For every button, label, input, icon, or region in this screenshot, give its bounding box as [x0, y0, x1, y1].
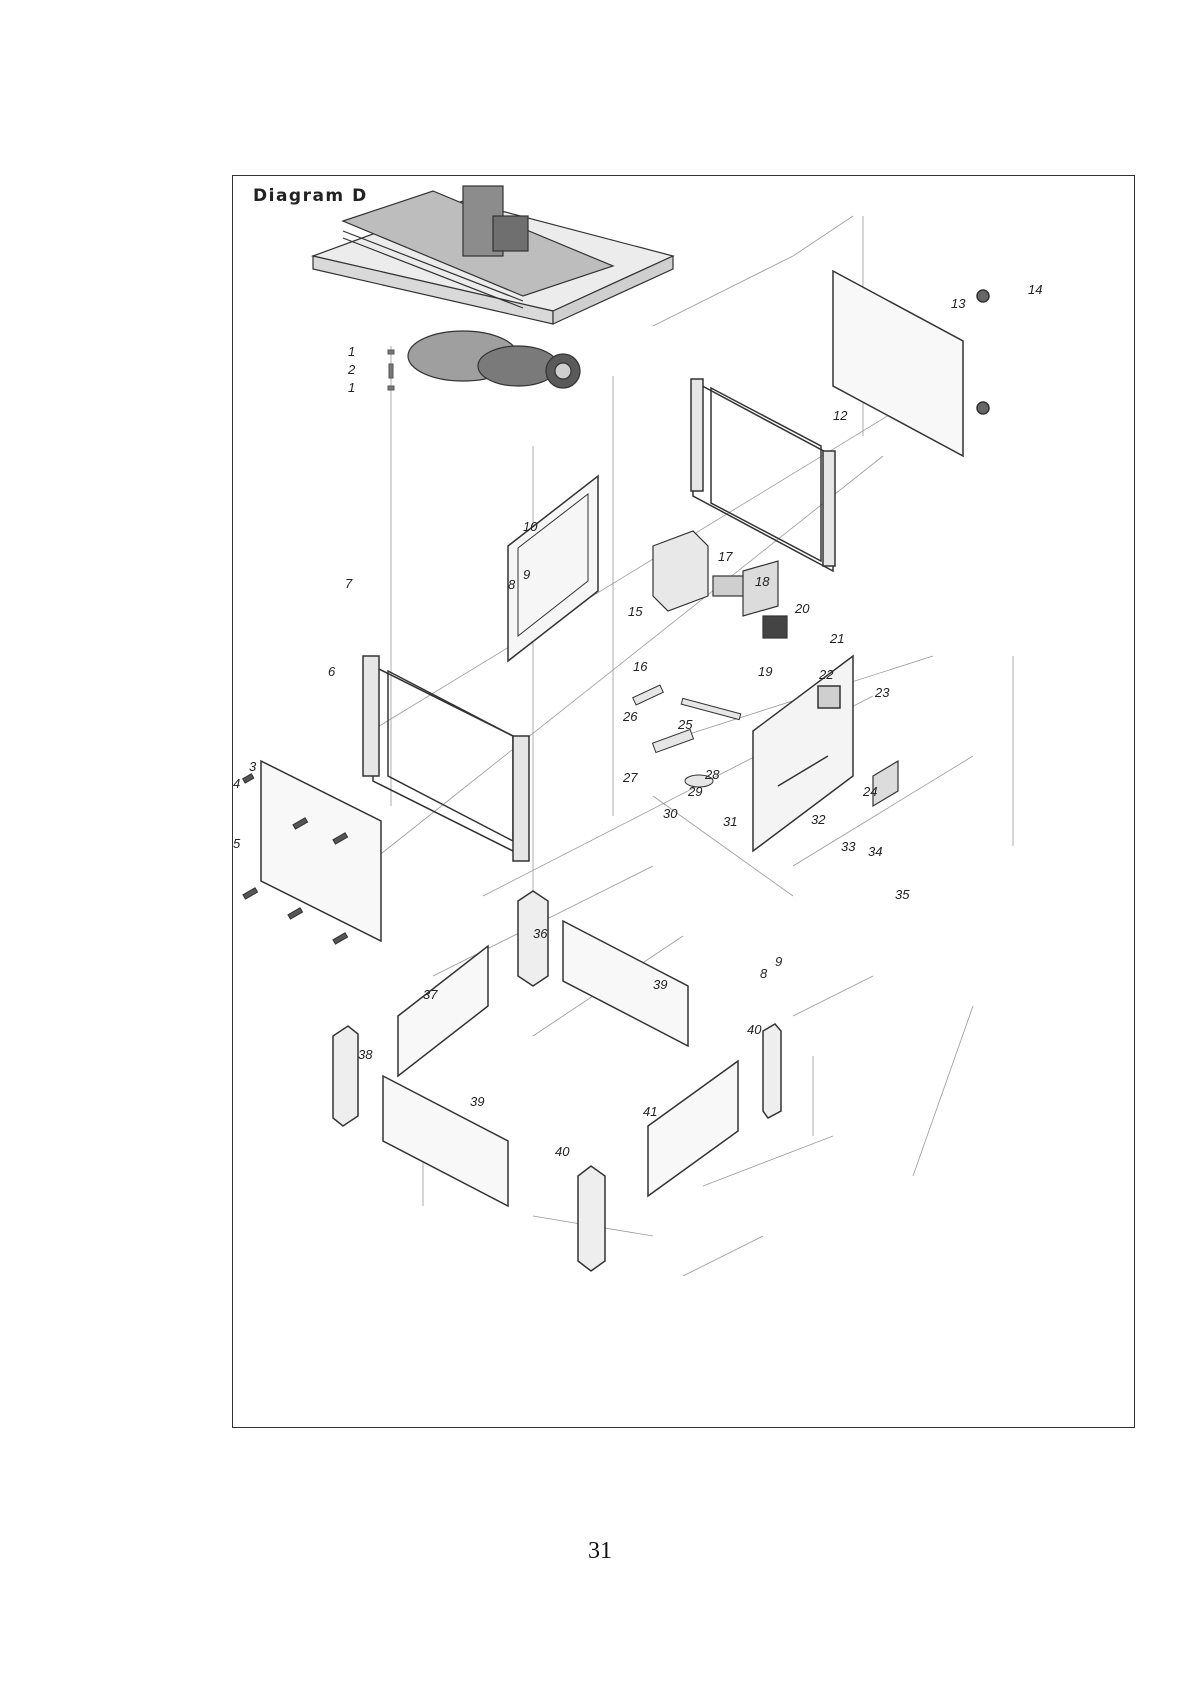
callout-23: 23: [874, 685, 890, 700]
callout-12: 12: [833, 408, 848, 423]
panel-5: [260, 759, 382, 943]
callout-10: 10: [523, 519, 538, 534]
callout-39b: 39: [470, 1094, 484, 1109]
panel-10: [507, 474, 599, 663]
callout-40a: 40: [747, 1022, 762, 1037]
callout-26: 26: [622, 709, 638, 724]
callout-33: 33: [841, 839, 856, 854]
corner-post-36: [517, 890, 549, 987]
callout-37: 37: [423, 987, 438, 1002]
callout-4: 4: [233, 776, 240, 791]
frame-12: [690, 378, 836, 573]
diagram-title: Diagram D: [253, 186, 368, 206]
fastener-stack-1-2: [387, 349, 395, 391]
callout-22: 22: [818, 667, 834, 682]
corner-post-40-right: [762, 1023, 782, 1119]
callout-5: 5: [233, 836, 241, 851]
callout-41: 41: [643, 1104, 657, 1119]
panel-13: [832, 269, 990, 458]
callout-6: 6: [328, 664, 336, 679]
callout-32: 32: [811, 812, 826, 827]
callout-14: 14: [1028, 282, 1042, 297]
callout-39a: 39: [653, 977, 667, 992]
switch-box-15: [652, 530, 788, 639]
callout-1: 1: [348, 344, 355, 359]
callout-13: 13: [951, 296, 966, 311]
callout-8: 8: [508, 577, 516, 592]
parts-25-31: [632, 684, 742, 788]
callout-40b: 40: [555, 1144, 570, 1159]
callout-31: 31: [723, 814, 737, 829]
callout-24: 24: [862, 784, 877, 799]
callout-27: 27: [622, 770, 638, 785]
callout-28: 28: [704, 767, 720, 782]
callout-30: 30: [663, 806, 678, 821]
page-number: 31: [588, 1538, 612, 1564]
callout-29: 29: [687, 784, 702, 799]
callout-17: 17: [718, 549, 733, 564]
frame-6: [362, 655, 530, 862]
callout-34: 34: [868, 844, 882, 859]
plate-34: [872, 759, 899, 808]
callout-9: 9: [523, 567, 530, 582]
table-top-assembly: [310, 185, 675, 389]
callout-9b: 9: [775, 954, 782, 969]
callout-18: 18: [755, 574, 770, 589]
callout-25: 25: [677, 717, 693, 732]
corner-post-40-front: [577, 1165, 606, 1272]
callout-19: 19: [758, 664, 772, 679]
callout-labels: 1 2 1 3 4 5 6 7 8 9 10 12 13 14 15 16 17…: [233, 282, 1042, 1159]
callout-16: 16: [633, 659, 648, 674]
callout-3: 3: [249, 759, 257, 774]
callout-15: 15: [628, 604, 643, 619]
callout-38: 38: [358, 1047, 373, 1062]
control-panel-24: [752, 654, 854, 853]
corner-post-38: [332, 1025, 359, 1127]
exploded-view-drawing: 1 2 1 3 4 5 6 7 8 9 10 12 13 14 15 16 17…: [233, 185, 1042, 1277]
panel-37: [397, 944, 489, 1078]
callout-20: 20: [794, 601, 810, 616]
callout-2: 2: [347, 362, 356, 377]
callout-1b: 1: [348, 380, 355, 395]
bolt-set-4: [241, 773, 349, 945]
callout-35: 35: [895, 887, 910, 902]
callout-8b: 8: [760, 966, 768, 981]
panel-41: [647, 1059, 739, 1198]
panel-39-front: [382, 1074, 509, 1208]
panel-39-rear: [562, 919, 689, 1048]
callout-36: 36: [533, 926, 548, 941]
diagram-frame: 1 2 1 3 4 5 6 7 8 9 10 12 13 14 15 16 17…: [232, 175, 1135, 1428]
callout-21: 21: [829, 631, 844, 646]
callout-7: 7: [345, 576, 353, 591]
